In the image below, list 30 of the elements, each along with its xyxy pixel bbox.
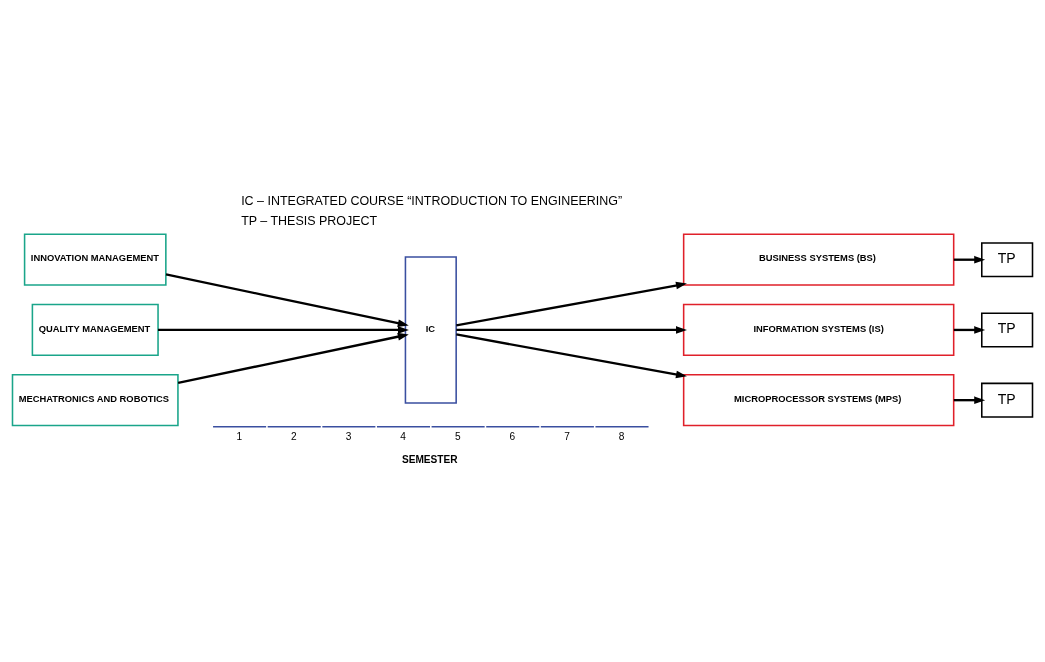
node-box: QUALITY MANAGEMENT bbox=[31, 303, 159, 356]
node-box: INNOVATION MANAGEMENT bbox=[23, 233, 167, 286]
node-box: IC bbox=[404, 255, 457, 404]
label: IC – INTEGRATED COURSE “INTRODUCTION TO ENGINEERING” bbox=[241, 193, 623, 208]
node-box: MICROPROCESSOR SYSTEMS (MPS) bbox=[682, 373, 955, 426]
node-box: INFORMATION SYSTEMS (IS) bbox=[682, 303, 955, 356]
arrow bbox=[456, 325, 687, 334]
node-box: TP bbox=[981, 382, 1034, 418]
label: 8 bbox=[618, 430, 625, 442]
arrow bbox=[456, 281, 687, 327]
arrow bbox=[158, 325, 409, 334]
arrow bbox=[177, 332, 409, 384]
arrow bbox=[953, 325, 986, 334]
label: 1 bbox=[236, 430, 243, 442]
label: TP – THESIS PROJECT bbox=[241, 213, 378, 228]
label: 3 bbox=[345, 430, 352, 442]
label: 2 bbox=[291, 430, 297, 442]
label: 5 bbox=[454, 430, 461, 442]
arrow bbox=[953, 395, 986, 404]
label: 6 bbox=[509, 430, 516, 442]
label: 7 bbox=[564, 430, 570, 442]
node-box: MECHATRONICS AND ROBOTICS bbox=[11, 373, 179, 426]
node-box: BUSINESS SYSTEMS (BS) bbox=[682, 233, 955, 286]
label: 4 bbox=[400, 430, 406, 442]
node-box: TP bbox=[981, 311, 1034, 347]
label: SEMESTER bbox=[401, 453, 458, 465]
node-box: TP bbox=[981, 241, 1034, 277]
arrow bbox=[456, 332, 687, 378]
arrow bbox=[953, 255, 986, 264]
arrow bbox=[165, 272, 409, 327]
